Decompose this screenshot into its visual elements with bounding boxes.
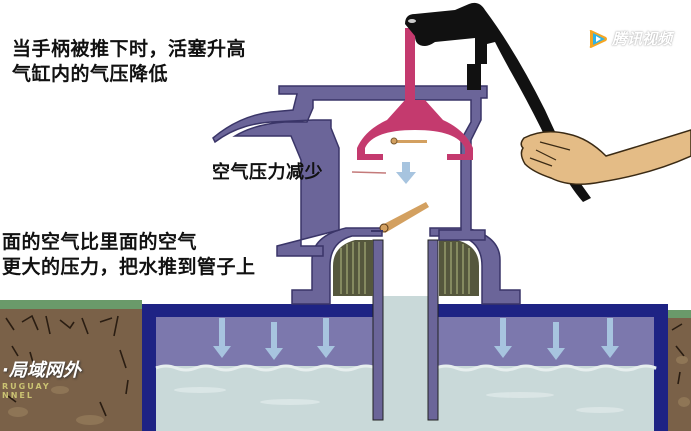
valves [351,162,429,233]
caption-top-line1: 当手柄被推下时，活塞升高 [12,38,247,60]
channel-sub-line2: NNEL [2,391,34,400]
caption-top-line2: 气缸内的气压降低 [12,63,169,85]
pump-cylinder [212,85,488,257]
pump-base [291,227,521,305]
tencent-video-watermark: 腾讯视频 [587,28,672,49]
caption-top: 当手柄被推下时，活塞升高 气缸内的气压降低 [12,37,246,87]
caption-bottom-line2: 更大的压力，把水推到管子上 [2,256,256,278]
channel-logo: ·局域网外 RUGUAY NNEL [2,356,81,400]
caption-middle: 空气压力减少 [212,162,323,183]
watermark-text: 腾讯视频 [612,30,673,48]
air-pressure-arrows [213,318,619,360]
caption-bottom-line1: 面的空气比里面的空气 [2,231,198,253]
play-triangle-icon [589,29,607,48]
ground [0,300,691,431]
piston [357,28,473,160]
caption-bottom: 面的空气比里面的空气 更大的压力，把水推到管子上 [2,230,256,280]
channel-name: ·局域网外 [2,360,81,381]
channel-sub-line1: RUGUAY [2,382,51,391]
suction-pipe [372,239,439,431]
hand [520,129,691,185]
